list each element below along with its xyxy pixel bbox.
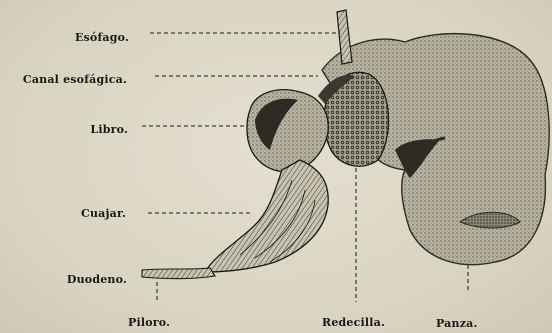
label-panza: Panza.	[436, 317, 478, 330]
cuajar-shape	[205, 160, 328, 272]
label-piloro: Piloro.	[128, 316, 170, 329]
duodeno-tube	[142, 268, 215, 279]
label-libro: Libro.	[90, 123, 128, 136]
label-duodeno: Duodeno.	[67, 273, 127, 286]
label-redecilla: Redecilla.	[322, 316, 385, 329]
label-canal-esofagica: Canal esofágica.	[23, 73, 127, 86]
label-cuajar: Cuajar.	[81, 207, 126, 220]
label-esofago: Esófago.	[75, 31, 129, 44]
